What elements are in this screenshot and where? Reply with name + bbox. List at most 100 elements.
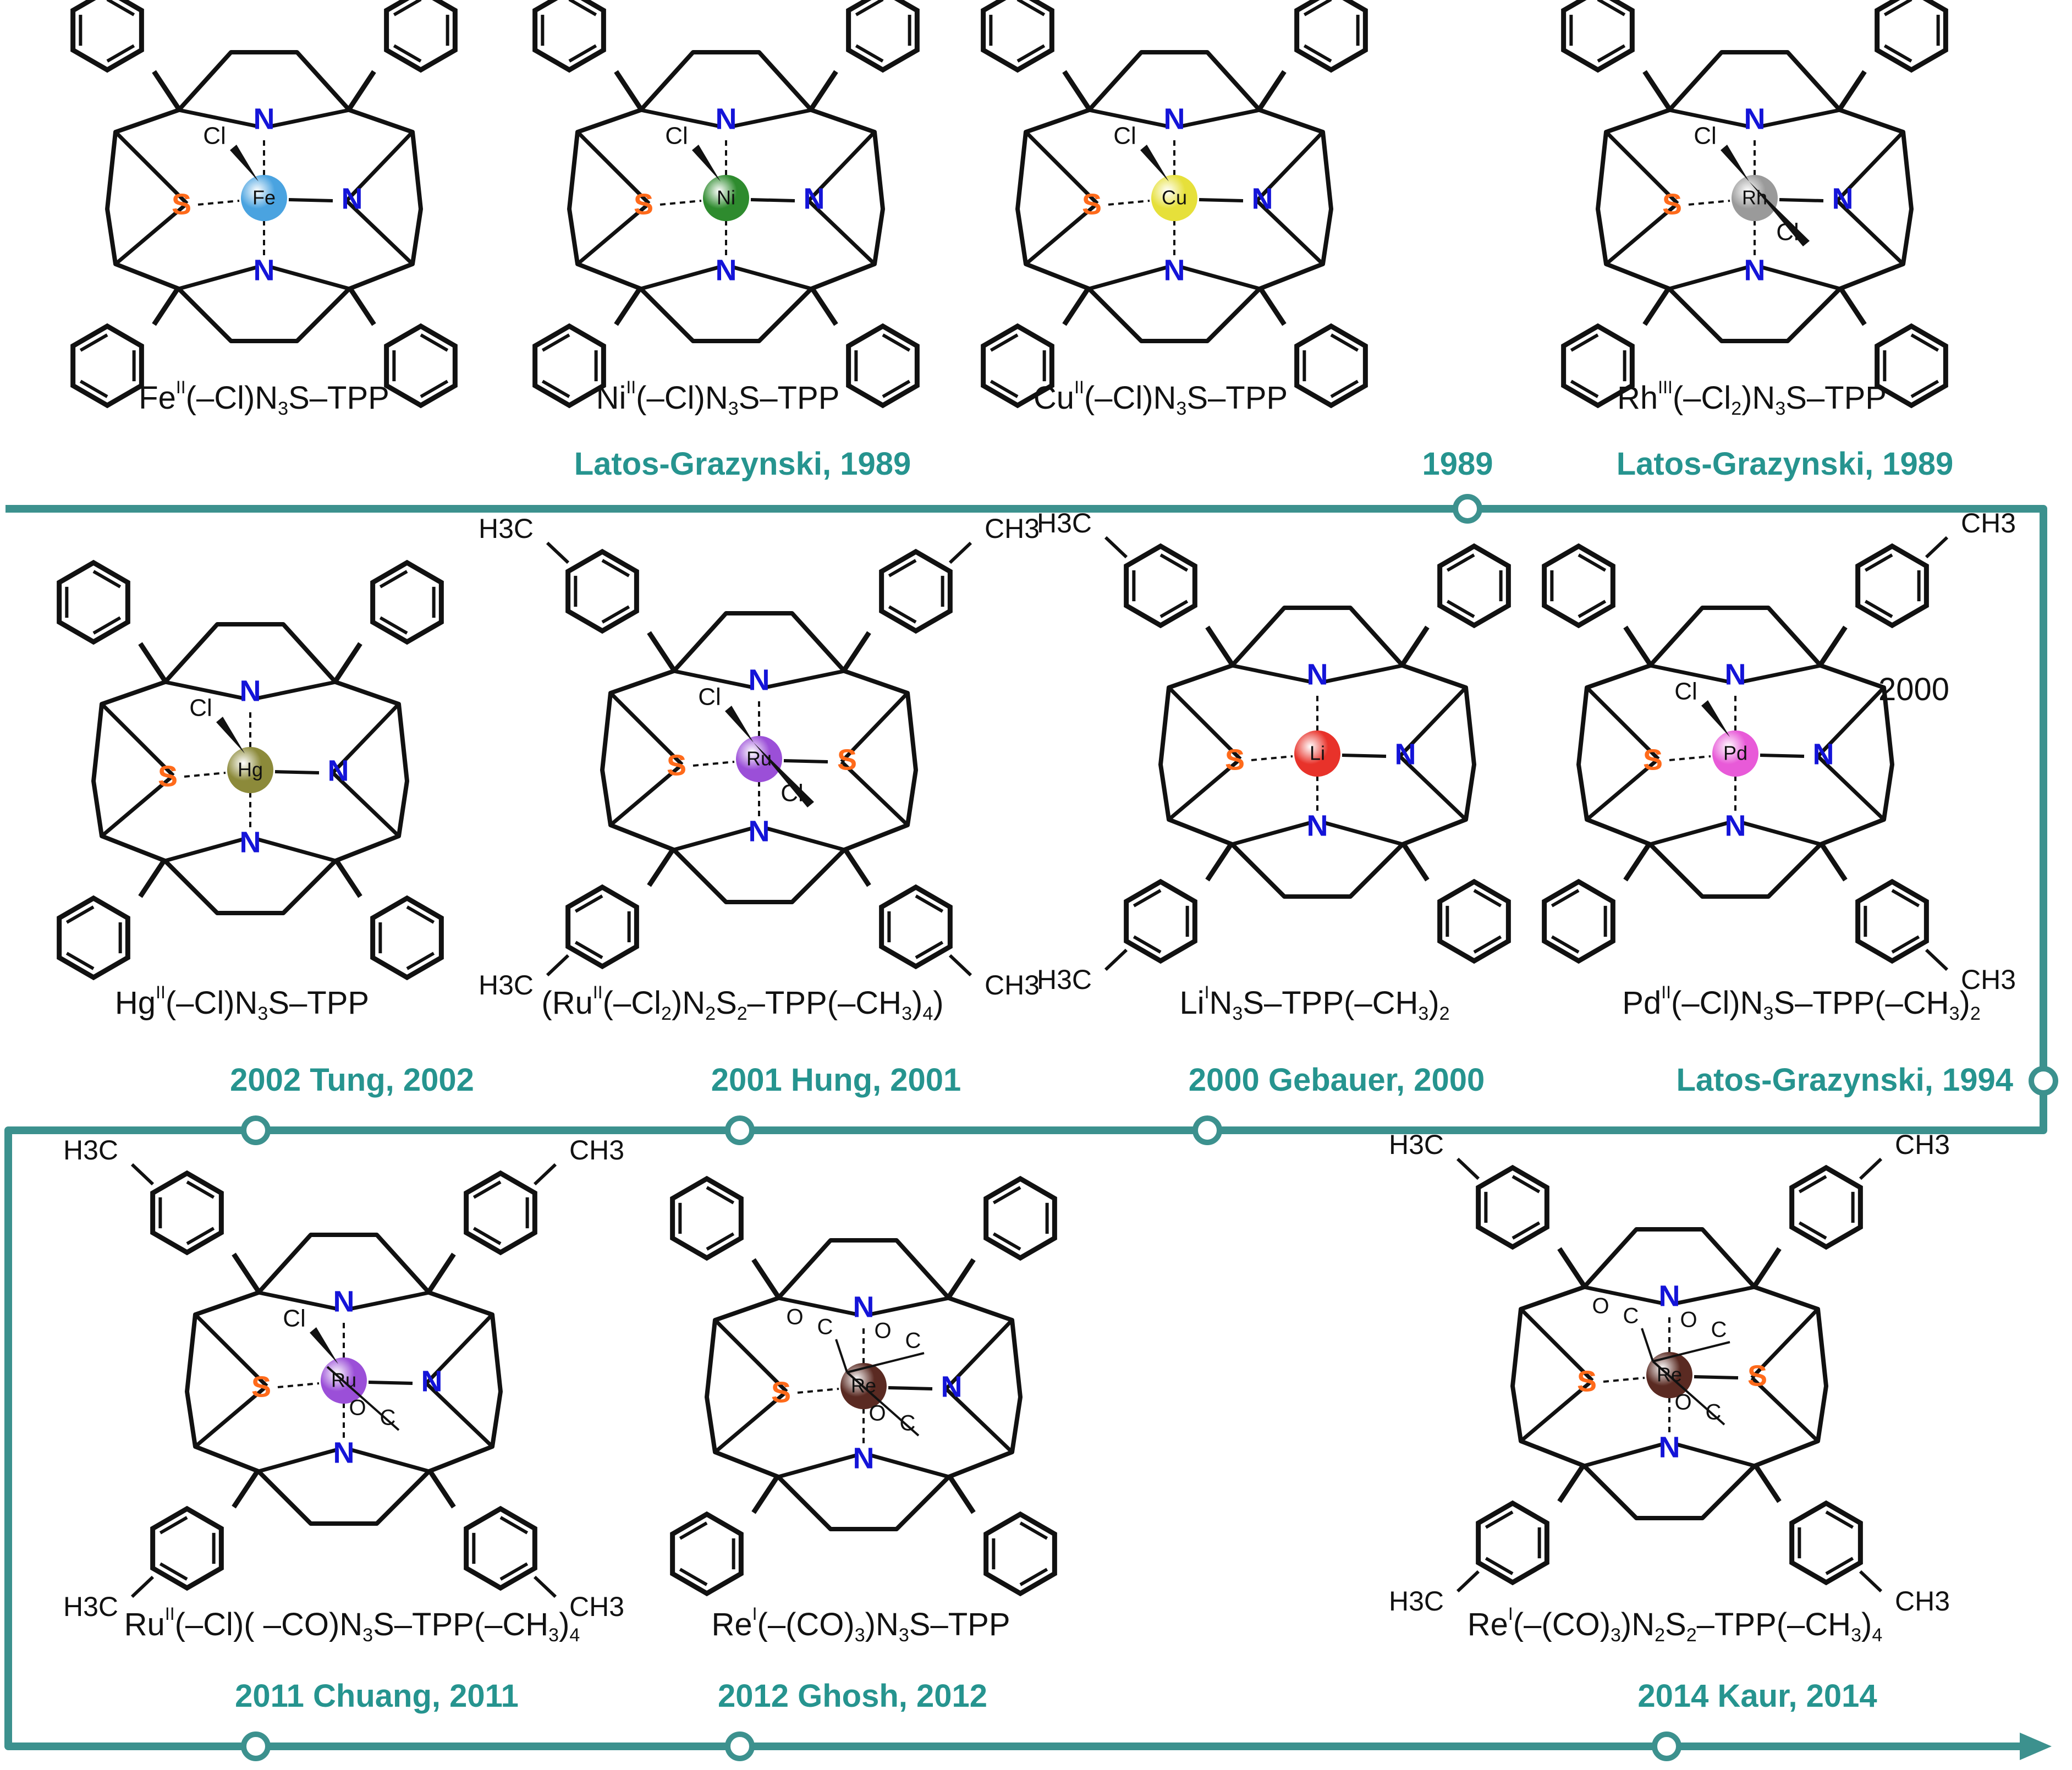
methyl-label: H3C [63, 1135, 118, 1166]
methyl-label: CH3 [1961, 964, 2016, 995]
methyl-label: H3C [1037, 964, 1092, 995]
nitrogen-label: N [1164, 254, 1185, 287]
sulfur-label: S [172, 188, 191, 221]
nitrogen-label: N [749, 815, 770, 848]
methyl-label: H3C [479, 513, 534, 544]
timeline-label: 2000 Gebauer, 2000 [1188, 1062, 1485, 1098]
compound-name-re2: ReI(–(CO)3)N2S2–TPP(–CH3)4 [1467, 1604, 1883, 1646]
metal-label: Hg [238, 758, 263, 781]
timeline-node [241, 1115, 271, 1145]
sulfur-label: S [251, 1370, 271, 1403]
carbonyl-carbon: C [1623, 1304, 1639, 1328]
timeline-node [725, 1115, 755, 1145]
heteroatom-label: S [837, 743, 857, 776]
nitrogen-label: N [716, 102, 737, 135]
chloride-ligand: Cl [1694, 123, 1717, 150]
timeline-label: 2001 Hung, 2001 [711, 1062, 961, 1098]
carbonyl-carbon: C [905, 1329, 921, 1353]
carbonyl-oxygen: O [874, 1319, 891, 1343]
sulfur-label: S [771, 1376, 791, 1409]
timeline-path [4, 505, 2047, 1750]
metal-center-hg [227, 747, 273, 793]
sulfur-label: S [667, 749, 686, 782]
heteroatom-label: N [1395, 738, 1416, 771]
chloride-ligand: Cl [665, 123, 688, 150]
timeline-label: 2002 Tung, 2002 [230, 1062, 474, 1098]
nitrogen-label: N [1164, 102, 1185, 135]
nitrogen-label: N [749, 663, 770, 696]
metal-label: Ni [717, 186, 735, 209]
heteroatom-label: N [421, 1365, 443, 1398]
methyl-label: H3C [479, 970, 534, 1001]
chloride-ligand: Cl [698, 684, 721, 711]
nitrogen-label: N [853, 1290, 875, 1323]
molecule-ni: N N S N Ni Cl [532, 0, 920, 409]
compound-name-pd: PdII(–Cl)N3S–TPP(–CH3)2 [1622, 982, 1981, 1024]
chloride-ligand: Cl [283, 1305, 306, 1332]
chloride-ligand: Cl [781, 780, 804, 807]
metal-center-pd [1712, 730, 1758, 777]
compound-name-ru1: (RuII(–Cl2)N2S2–TPP(–CH3)4) [541, 982, 944, 1024]
nitrogen-label: N [1744, 254, 1766, 287]
metal-center-cu [1151, 175, 1197, 221]
heteroatom-label: N [804, 182, 825, 215]
carbonyl-oxygen: O [869, 1401, 886, 1426]
carbonyl-oxygen: O [786, 1305, 803, 1329]
nitrogen-label: N [1659, 1431, 1680, 1464]
chloride-ligand: Cl [1113, 123, 1136, 150]
compound-name-re1: ReI(–(CO)3)N3S–TPP [711, 1604, 1010, 1646]
chloride-ligand: Cl [1776, 219, 1799, 246]
carbonyl-carbon: C [817, 1315, 833, 1339]
timeline-label: Latos-Grazynski, 1989 [1616, 446, 1954, 482]
timeline-label: 2011 Chuang, 2011 [235, 1678, 519, 1714]
compound-name-rh: RhIII(–Cl2)N3S–TPP [1617, 377, 1887, 419]
timeline-arrowhead [2020, 1733, 2052, 1760]
chloride-ligand: Cl [189, 695, 212, 722]
nitrogen-label: N [1725, 809, 1746, 842]
sulfur-label: S [1225, 743, 1245, 776]
methyl-label: CH3 [985, 970, 1040, 1001]
carbonyl-carbon: C [380, 1406, 396, 1430]
nitrogen-label: N [716, 254, 737, 287]
carbonyl-oxygen: O [1680, 1308, 1697, 1332]
nitrogen-label: N [1307, 809, 1328, 842]
nitrogen-label: N [1744, 102, 1766, 135]
heteroatom-label: S [1747, 1359, 1767, 1392]
timeline-node [1192, 1115, 1222, 1145]
metal-label: Pd [1723, 742, 1747, 765]
sulfur-label: S [1662, 188, 1682, 221]
compound-name-ni: NiII(–Cl)N3S–TPP [596, 377, 840, 419]
year-annotation: 2000 [1878, 672, 1950, 707]
metal-center-fe [241, 175, 287, 221]
compound-name-fe: FeII(–Cl)N3S–TPP [139, 377, 389, 419]
sulfur-label: S [634, 188, 653, 221]
carbonyl-oxygen: O [349, 1396, 366, 1420]
metal-label: Cu [1162, 186, 1187, 209]
nitrogen-label: N [333, 1285, 355, 1318]
heteroatom-label: N [1832, 182, 1854, 215]
methyl-label: CH3 [1895, 1586, 1950, 1617]
chloride-ligand: Cl [203, 123, 226, 150]
methyl-label: CH3 [1961, 508, 2016, 538]
molecule-re1: NNSNReCOCOCO [670, 1175, 1057, 1597]
methyl-label: CH3 [569, 1135, 624, 1166]
sulfur-label: S [158, 760, 178, 793]
carbonyl-oxygen: O [1674, 1390, 1691, 1415]
molecule-ru2: H3CCH3H3CCH3NNSNRuClCO [63, 1135, 624, 1622]
nitrogen-label: N [1307, 658, 1328, 691]
compound-name-cu: CuII(–Cl)N3S–TPP [1033, 377, 1288, 419]
sulfur-label: S [1643, 743, 1663, 776]
heteroatom-label: N [1252, 182, 1273, 215]
timeline-label: Latos-Grazynski, 1989 [574, 446, 911, 482]
molecule-re2: H3CCH3H3CCH3NNSSReCOCOCO [1389, 1129, 1950, 1617]
carbonyl-carbon: C [1711, 1318, 1727, 1342]
methyl-label: CH3 [1895, 1129, 1950, 1160]
sulfur-label: S [1577, 1365, 1597, 1398]
timeline-label: 2014 Kaur, 2014 [1637, 1678, 1877, 1714]
